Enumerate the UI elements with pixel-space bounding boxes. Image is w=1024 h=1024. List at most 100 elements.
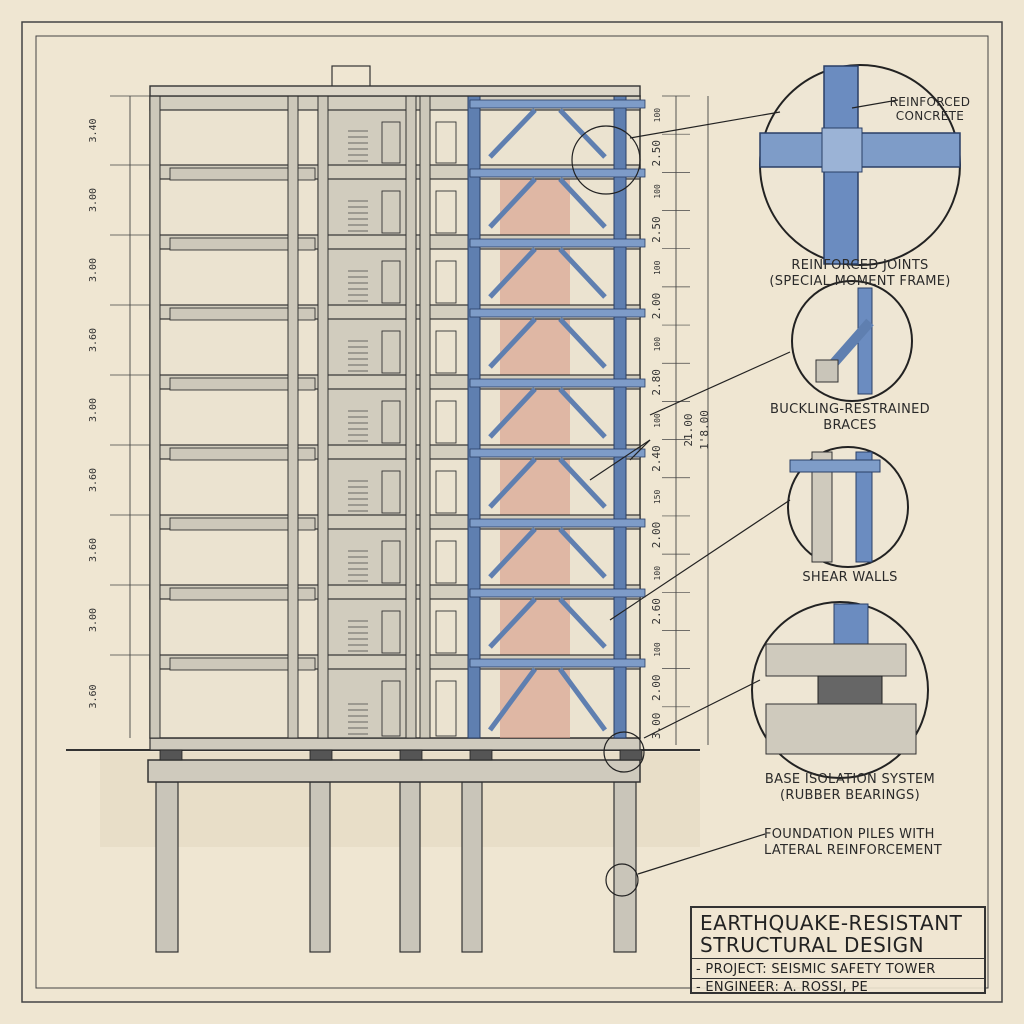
segment-dim-label: 2.40	[650, 445, 663, 472]
floor-beam	[169, 587, 316, 601]
floor-beam	[169, 237, 316, 251]
chevron-brace	[487, 667, 538, 732]
segment-dim-label: 100	[653, 108, 662, 123]
stair-flight	[348, 340, 368, 372]
label-base-isolation: BASE ISOLATION SYSTEM (RUBBER BEARINGS)	[764, 772, 936, 803]
unit-door	[435, 190, 457, 234]
unit-door	[435, 121, 457, 164]
core-door	[381, 400, 401, 444]
stair-flight	[348, 270, 368, 302]
chevron-brace	[558, 177, 607, 229]
total-height-label: 21.00	[682, 413, 695, 446]
pile	[399, 781, 421, 953]
unit-door	[435, 330, 457, 374]
title-line-1: EARTHQUAKE-RESISTANT	[700, 911, 963, 935]
steel-braced-frame	[467, 95, 646, 739]
base-isolators	[159, 749, 643, 761]
label-reinforced-concrete: REINFORCED CONCRETE	[889, 95, 971, 123]
chevron-brace	[558, 108, 607, 159]
segment-dim-label: 2.60	[650, 598, 663, 625]
rubber-bearing	[619, 749, 643, 761]
unit-door	[435, 680, 457, 737]
chevron-brace	[488, 527, 537, 579]
project-row: - PROJECT: SEISMIC SAFETY TOWER	[696, 962, 936, 977]
segment-dim-label: 100	[653, 413, 662, 428]
pile	[461, 781, 483, 953]
leader-lines	[571, 99, 899, 897]
core-door	[381, 121, 401, 164]
rubber-bearing	[309, 749, 333, 761]
chevron-brace	[488, 177, 537, 229]
pile	[309, 781, 331, 953]
segment-dim-label: 3.00	[650, 713, 663, 740]
core-door	[381, 260, 401, 304]
concrete-column	[419, 95, 431, 739]
floor-height-label: 3.60	[88, 328, 99, 352]
chevron-brace	[558, 387, 607, 439]
steel-beam	[469, 308, 646, 318]
floor-height-label: 3.00	[88, 188, 99, 212]
detail-shear-wall	[787, 446, 909, 568]
segment-dim-label: 2.50	[650, 140, 663, 167]
detail-moment-frame	[759, 64, 961, 266]
segment-dim-label: 100	[653, 642, 662, 657]
segment-dim-label: 100	[653, 260, 662, 275]
engineer-row: - ENGINEER: A. ROSSI, PE	[696, 980, 869, 995]
stair-flight	[348, 703, 368, 735]
concrete-column	[287, 95, 299, 739]
unit-door	[435, 470, 457, 514]
chevron-brace	[488, 457, 537, 509]
steel-beam	[469, 99, 646, 109]
pile	[613, 781, 637, 953]
roof-slab	[149, 85, 641, 97]
label-braces: BUCKLING-RESTRAINED BRACES	[770, 402, 930, 433]
unit-door	[435, 260, 457, 304]
rubber-bearing	[469, 749, 493, 761]
title-line-2: STRUCTURAL DESIGN	[700, 933, 925, 957]
floor-height-label: 3.40	[88, 118, 99, 142]
steel-beam	[469, 378, 646, 388]
chevron-brace	[558, 597, 607, 649]
chevron-brace	[488, 597, 537, 649]
stair-flight	[348, 410, 368, 442]
label-shear-walls: SHEAR WALLS	[802, 570, 898, 585]
segment-dim-label: 100	[653, 184, 662, 199]
chevron-brace	[558, 527, 607, 579]
total-height-label: 1'8.00	[698, 410, 711, 450]
chevron-brace	[558, 247, 607, 299]
stair-flight	[348, 480, 368, 512]
chevron-brace	[488, 247, 537, 299]
core-door	[381, 330, 401, 374]
segment-dim-label: 2.00	[650, 293, 663, 320]
core-door	[381, 190, 401, 234]
steel-beam	[469, 168, 646, 178]
floor-beam	[169, 307, 316, 321]
detail-base-isolation	[751, 601, 929, 779]
unit-door	[435, 540, 457, 584]
core-door	[381, 540, 401, 584]
rubber-bearing	[159, 749, 183, 761]
outer-border	[21, 21, 1003, 1003]
floor-height-label: 3.00	[88, 398, 99, 422]
roof-penthouse	[331, 65, 371, 89]
steel-beam	[469, 448, 646, 458]
steel-beam	[469, 518, 646, 528]
label-foundation-piles: FOUNDATION PILES WITH LATERAL REINFORCEM…	[764, 827, 942, 858]
stair-flight	[348, 130, 368, 162]
segment-dim-label: 2.00	[650, 522, 663, 549]
core-door	[381, 470, 401, 514]
foundation-piles	[155, 781, 637, 953]
stair-flight	[348, 550, 368, 582]
left-dimension-chain: 3.403.003.003.603.003.603.603.003.60	[88, 95, 150, 738]
chevron-brace	[558, 317, 607, 369]
detail-brace	[791, 280, 913, 402]
floor-beam	[169, 447, 316, 461]
chevron-brace	[558, 457, 607, 509]
floor-height-label: 3.00	[88, 258, 99, 282]
concrete-column	[149, 95, 161, 739]
core-door	[381, 610, 401, 654]
unit-door	[435, 610, 457, 654]
foundation-mat	[147, 759, 641, 783]
concrete-column	[405, 95, 417, 739]
